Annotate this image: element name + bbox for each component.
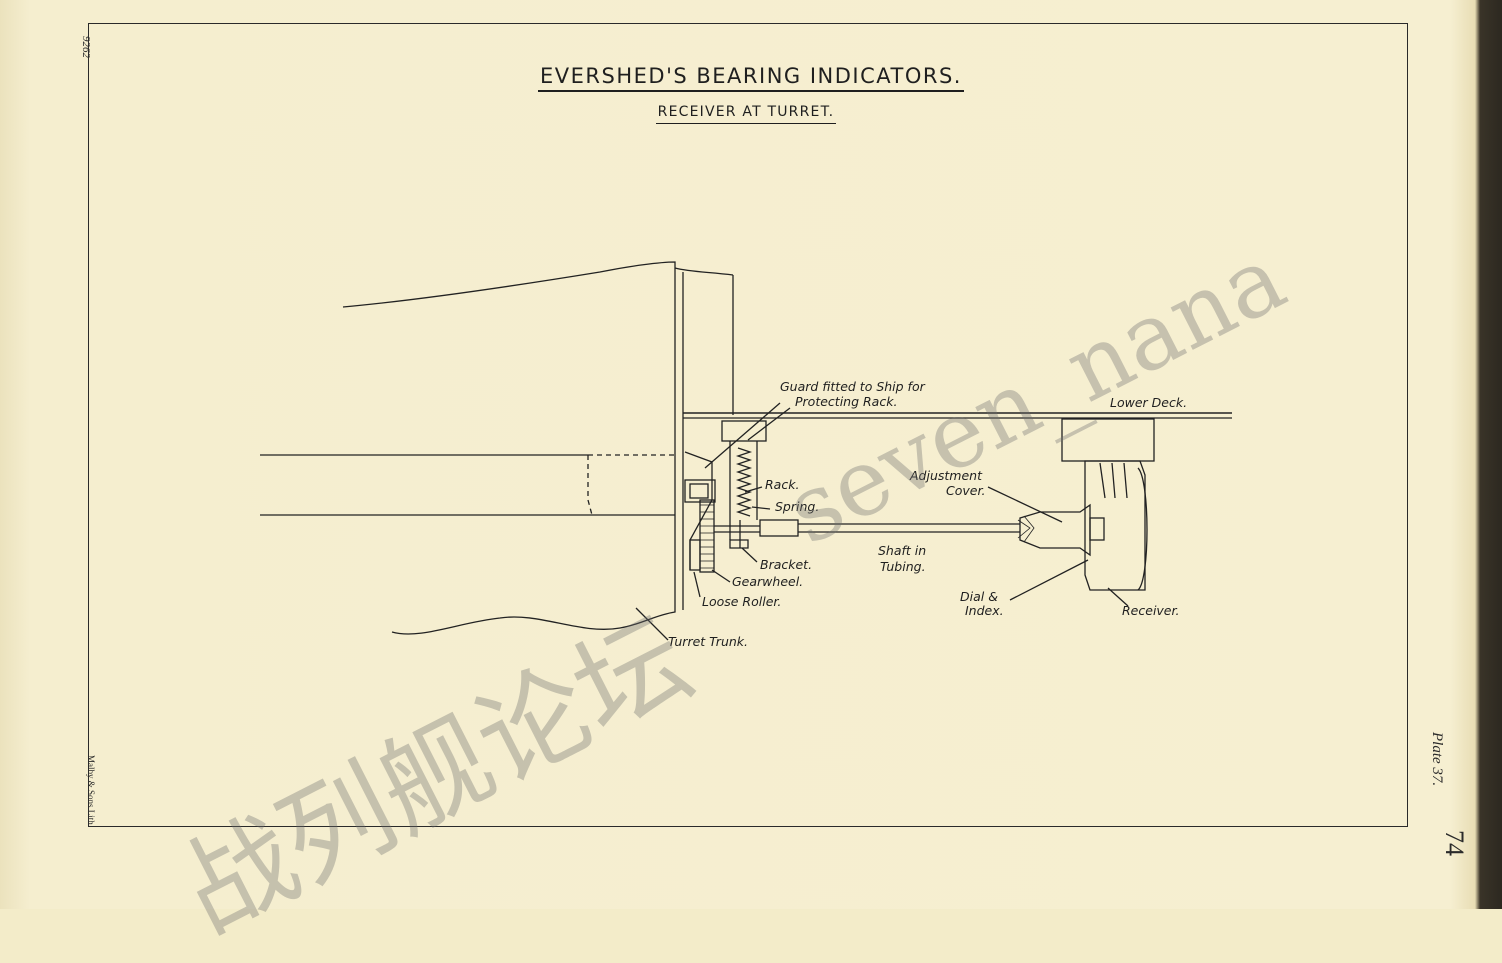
- label-turret-trunk: Turret Trunk.: [668, 634, 748, 649]
- spring: [735, 447, 753, 517]
- drawing-border: [88, 23, 1408, 827]
- rack-guard-block: [721, 420, 767, 442]
- label-dial-line1: Dial &: [960, 589, 998, 604]
- label-guard-line2: Protecting Rack.: [795, 394, 897, 409]
- label-receiver: Receiver.: [1122, 603, 1179, 618]
- label-spring: Spring.: [775, 499, 819, 514]
- turret-trunk-outline: [342, 261, 676, 635]
- gearwheel: [699, 499, 715, 573]
- rack-guard: [684, 451, 713, 570]
- mechanism-diagram: Guard fitted to Ship for Protecting Rack…: [260, 261, 1232, 649]
- drawing-title: EVERSHED'S BEARING INDICATORS.: [0, 64, 1502, 92]
- label-bracket: Bracket.: [760, 557, 812, 572]
- label-shaft-line1: Shaft in: [878, 543, 926, 558]
- shaft-coupling: [759, 519, 799, 537]
- label-adjustment-line1: Adjustment: [909, 468, 983, 483]
- bracket: [729, 539, 749, 549]
- label-loose-roller: Loose Roller.: [702, 594, 781, 609]
- receiver-body: [1084, 460, 1146, 591]
- label-guard-line1: Guard fitted to Ship for: [780, 379, 926, 394]
- adjustment-cover: [1019, 503, 1091, 557]
- label-lower-deck: Lower Deck.: [1110, 395, 1187, 410]
- label-rack: Rack.: [765, 477, 799, 492]
- loose-roller: [689, 539, 701, 571]
- drawing-subtitle: RECEIVER AT TURRET.: [0, 104, 1492, 124]
- label-dial-line2: Index.: [965, 603, 1004, 618]
- label-adjustment-line2: Cover.: [946, 483, 985, 498]
- label-shaft-line2: Tubing.: [880, 559, 926, 574]
- label-gearwheel: Gearwheel.: [732, 574, 803, 589]
- drawing-sheet: [0, 0, 1502, 909]
